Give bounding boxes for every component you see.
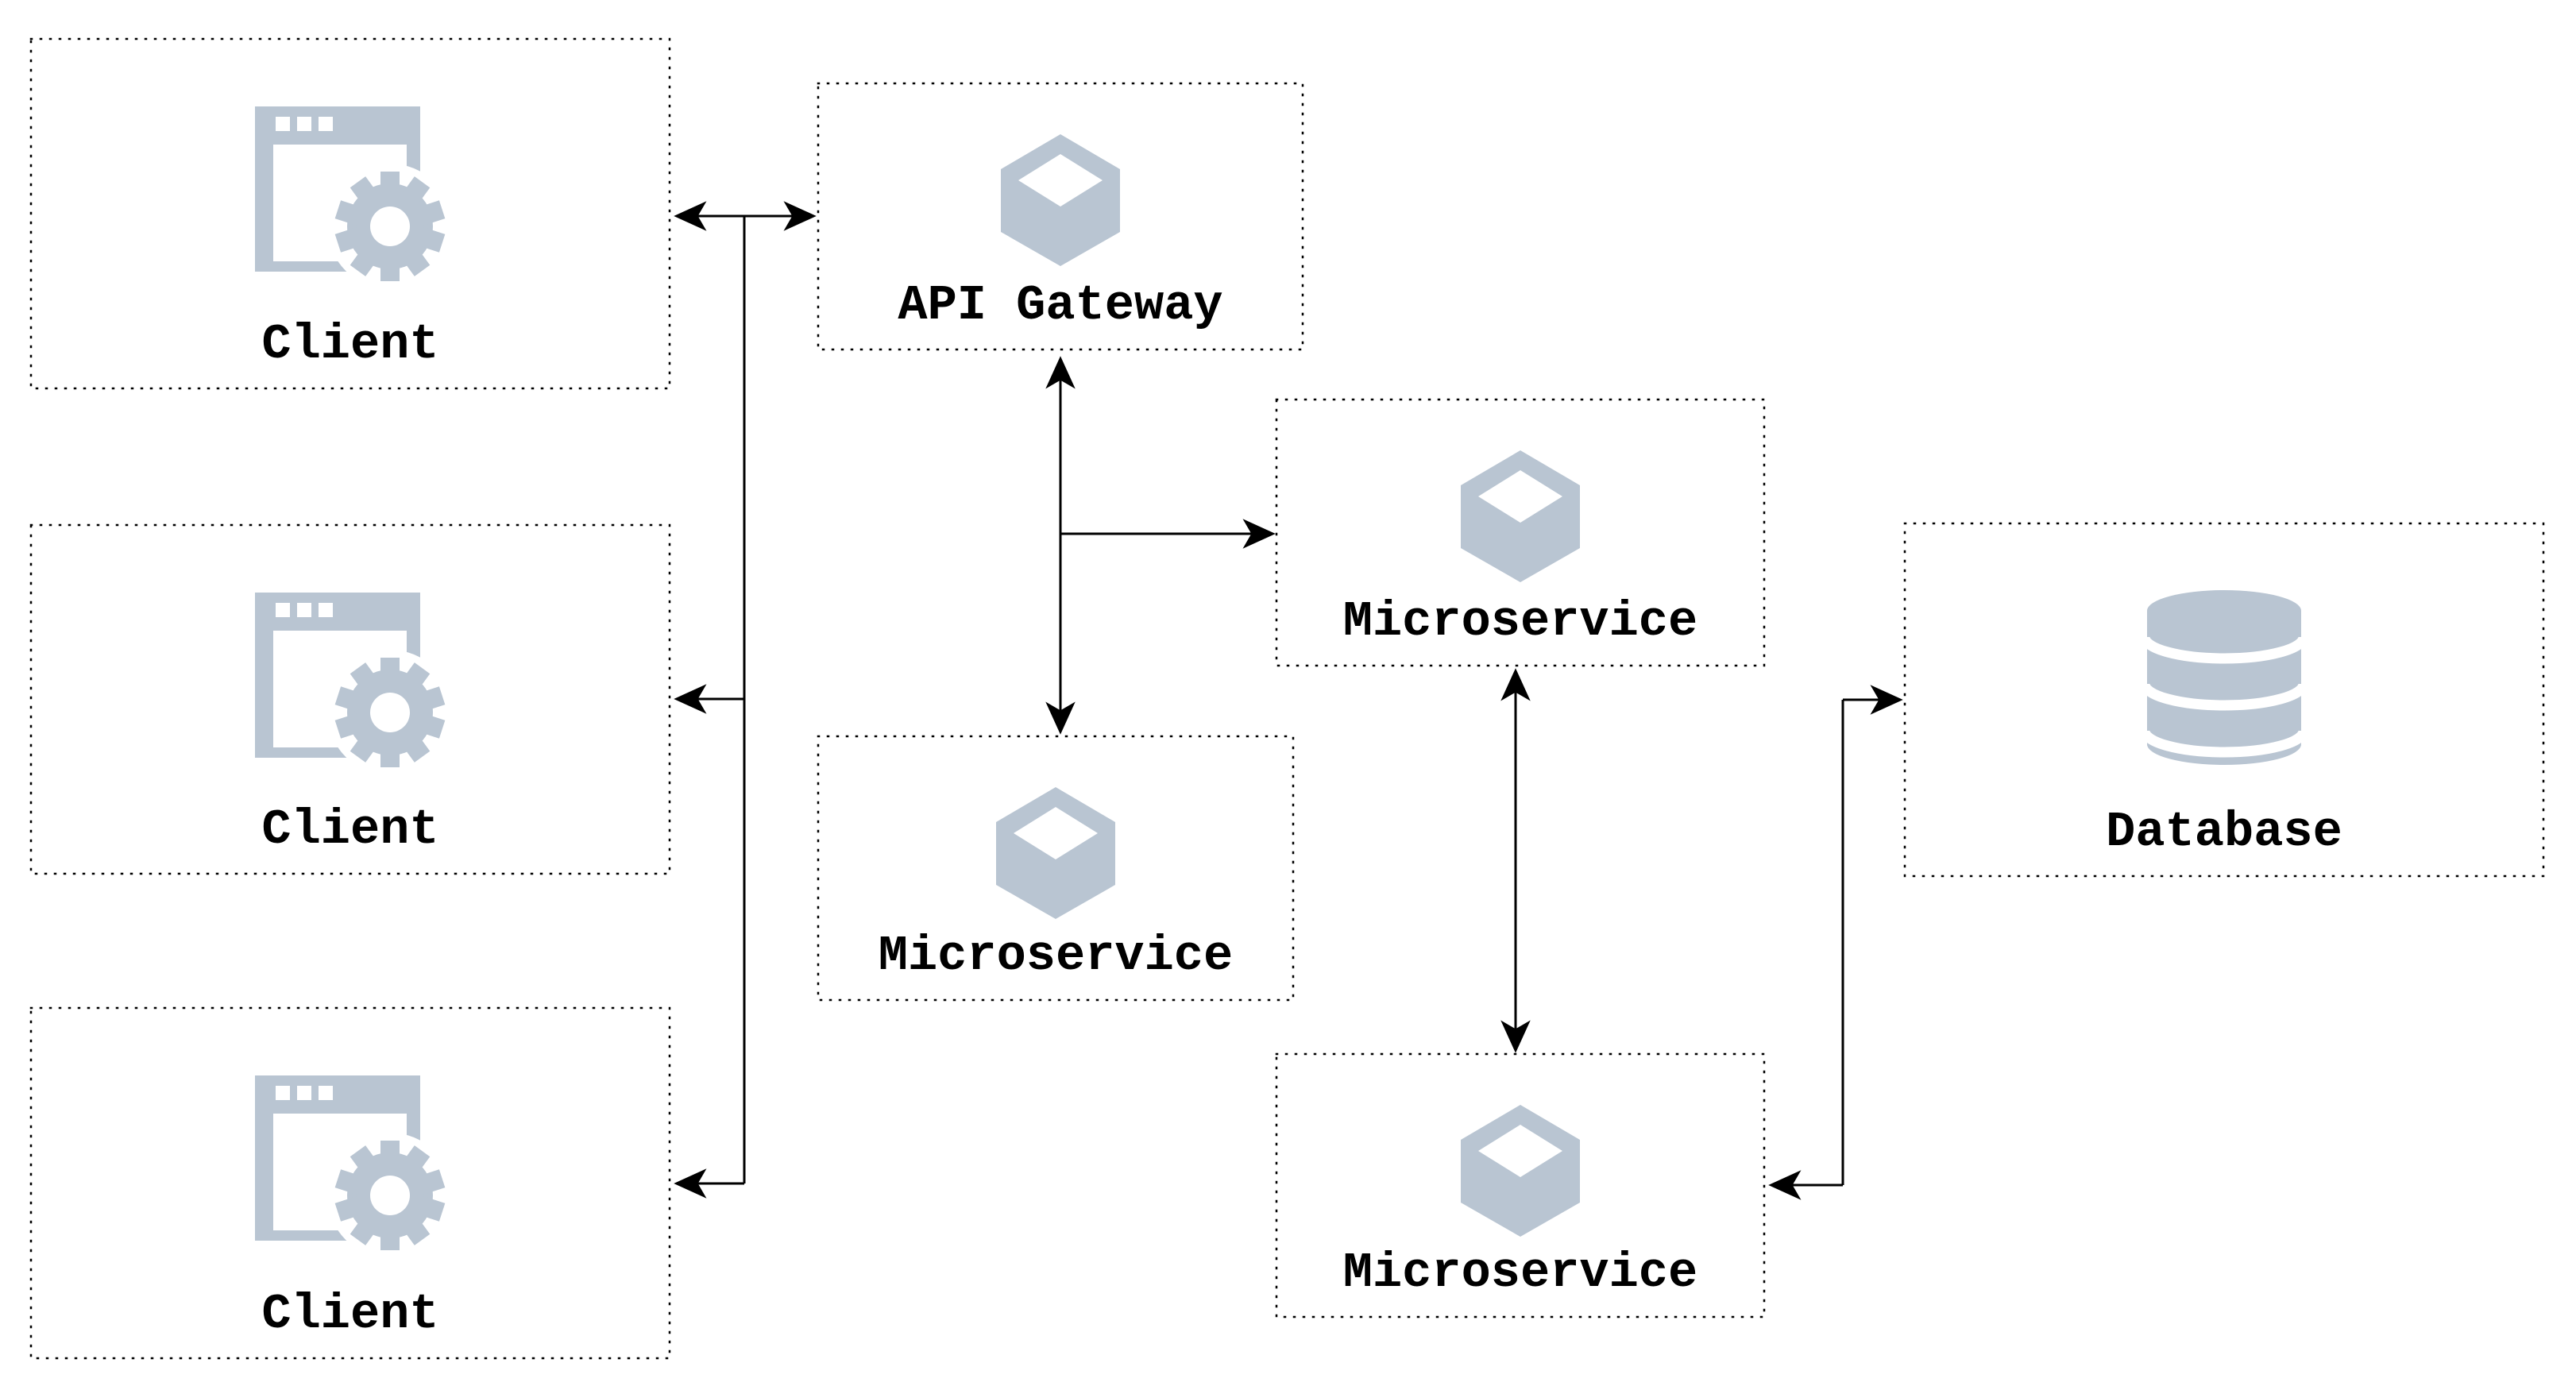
node-border-client-1 xyxy=(29,37,671,390)
browser-gear-icon xyxy=(255,1075,446,1260)
node-border-microservice-center xyxy=(817,735,1295,1002)
node-label: Client xyxy=(261,801,439,858)
node-client-1: Client xyxy=(31,39,670,388)
node-client-3: Client xyxy=(31,1008,670,1358)
package-cube-icon xyxy=(1001,134,1120,266)
node-api-gateway: API Gateway xyxy=(818,83,1303,349)
database-cylinder-icon xyxy=(2147,590,2301,765)
node-border-api-gateway xyxy=(817,82,1304,351)
node-border-client-3 xyxy=(29,1006,671,1360)
browser-gear-icon xyxy=(255,593,446,777)
node-label: Microservice xyxy=(1342,593,1698,650)
node-label: API Gateway xyxy=(898,277,1223,334)
node-microservice-center: Microservice xyxy=(818,736,1293,1000)
package-cube-icon xyxy=(1461,450,1580,582)
node-label: Client xyxy=(261,316,439,373)
package-cube-icon xyxy=(996,787,1115,919)
node-client-2: Client xyxy=(31,525,670,874)
package-cube-icon xyxy=(1461,1105,1580,1237)
node-border-microservice-right xyxy=(1275,398,1766,667)
node-label: Microservice xyxy=(1342,1245,1698,1301)
browser-gear-icon xyxy=(255,106,446,291)
node-microservice-right: Microservice xyxy=(1276,400,1764,666)
node-label: Microservice xyxy=(878,928,1234,984)
node-label: Database xyxy=(2106,804,2342,860)
node-database: Database xyxy=(1905,523,2543,876)
node-border-microservice-bottom xyxy=(1275,1052,1766,1319)
node-microservice-bottom: Microservice xyxy=(1276,1054,1764,1317)
node-border-client-2 xyxy=(29,523,671,875)
node-label: Client xyxy=(261,1286,439,1342)
